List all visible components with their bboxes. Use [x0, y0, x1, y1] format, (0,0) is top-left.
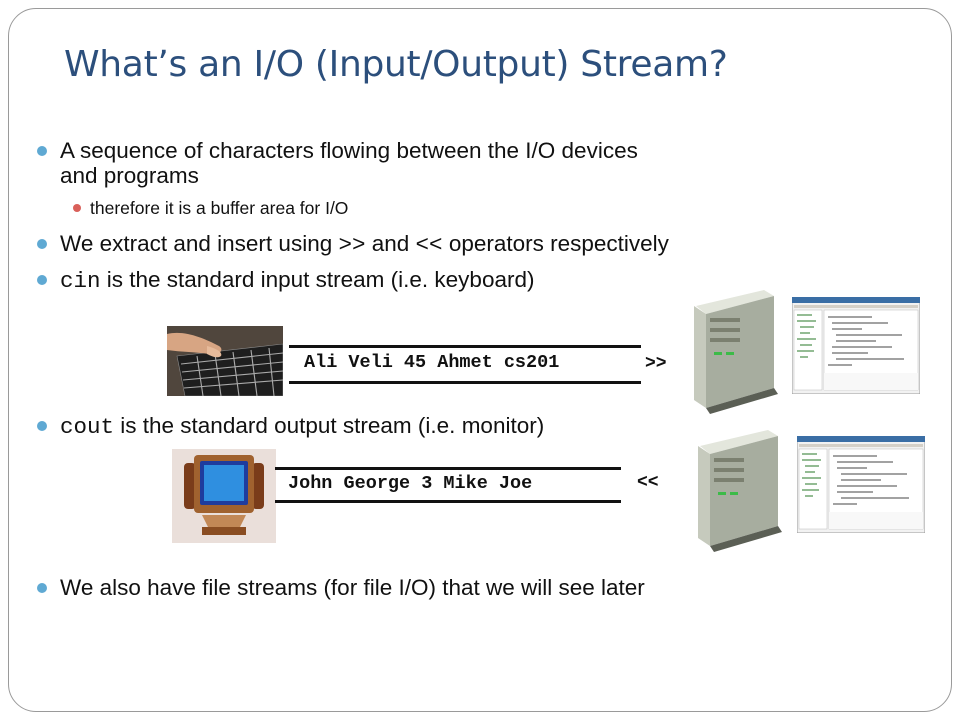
insert-operator: << [415, 232, 443, 258]
cout-code: cout [60, 414, 115, 440]
bullet-sequence-line2: and programs [60, 163, 199, 188]
code-editor-screenshot-icon [797, 436, 925, 533]
cin-code: cin [60, 268, 101, 294]
bullet-sequence: A sequence of characters flowing between… [37, 138, 638, 188]
bullet-extract-insert: We extract and insert using >> and << op… [37, 231, 669, 258]
keyboard-icon [167, 326, 283, 396]
bullet-file-streams: We also have file streams (for file I/O)… [37, 575, 645, 600]
slide-title: What’s an I/O (Input/Output) Stream? [64, 44, 728, 85]
output-stream-text: John George 3 Mike Joe [288, 473, 533, 494]
input-stream-line-top [289, 345, 641, 348]
extract-text-pre: We extract and insert using [60, 231, 339, 256]
server-tower-icon [694, 290, 778, 414]
bullet-sequence-line1: A sequence of characters flowing between… [60, 138, 638, 163]
extraction-operator-label: >> [645, 354, 667, 374]
insertion-operator-label: << [637, 473, 659, 493]
bullet-cout: cout is the standard output stream (i.e.… [36, 413, 545, 440]
server-tower-icon [698, 430, 782, 552]
cin-text: is the standard input stream (i.e. keybo… [100, 267, 535, 292]
input-stream-text: Ali Veli 45 Ahmet cs201 [304, 352, 560, 373]
sub-bullet-buffer: therefore it is a buffer area for I/O [72, 198, 349, 218]
extract-text-post: operators respectively [442, 231, 669, 256]
extract-text-mid: and [365, 231, 416, 256]
extract-operator: >> [338, 232, 366, 258]
cout-text: is the standard output stream (i.e. moni… [114, 413, 545, 438]
input-stream-line-bottom [289, 381, 641, 384]
monitor-icon [172, 449, 276, 543]
output-stream-line-top [275, 467, 621, 470]
output-stream-line-bottom [275, 500, 621, 503]
bullet-cin: cin is the standard input stream (i.e. k… [36, 267, 535, 294]
code-editor-screenshot-icon [792, 297, 920, 394]
